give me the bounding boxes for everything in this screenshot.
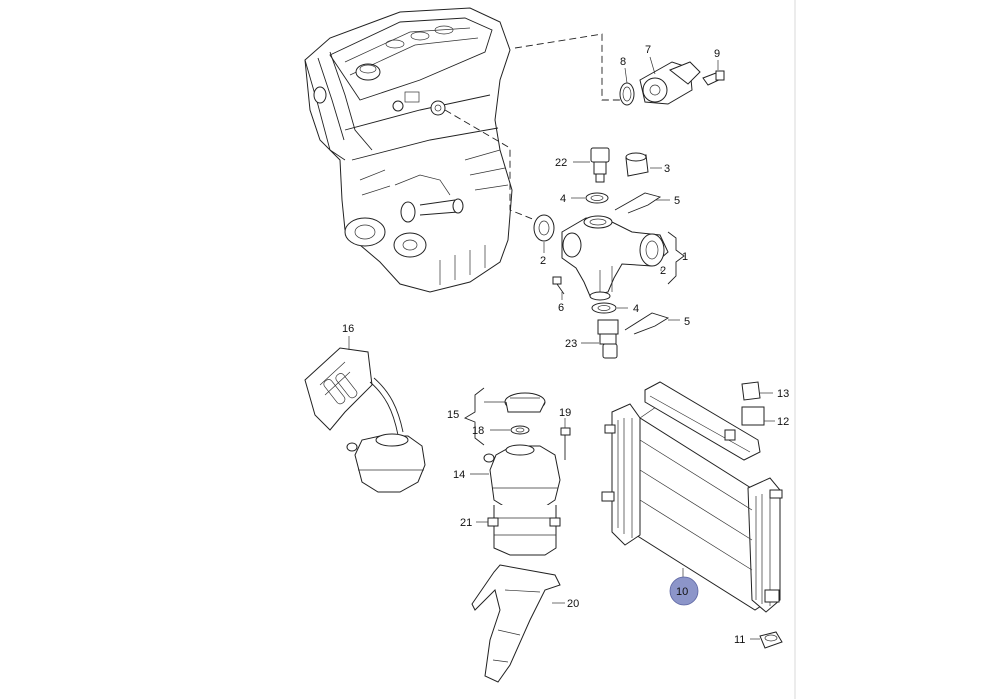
part-20-bracket: [471, 564, 565, 683]
callout-10[interactable]: 10: [676, 586, 688, 598]
part-23-temperature-switch: [581, 319, 619, 359]
engine-block: [304, 7, 513, 293]
part-16-expansion-tank-old: [304, 336, 404, 436]
callout-13[interactable]: 13: [777, 388, 789, 400]
part-11-rubber-mount: [750, 631, 783, 649]
callout-11[interactable]: 11: [734, 634, 745, 646]
part-6-bolt: [552, 276, 565, 300]
callout-16[interactable]: 16: [342, 323, 354, 335]
part-4-o-ring-lower: [591, 302, 628, 314]
callout-14[interactable]: 14: [453, 469, 465, 481]
part-18-seal: [490, 425, 530, 435]
part-22-temperature-sender: [573, 147, 610, 183]
leader-engine-to-2: [444, 109, 541, 223]
callout-9[interactable]: 9: [714, 48, 720, 60]
callout-23[interactable]: 23: [565, 338, 577, 350]
part-3-rubber-cap: [625, 152, 662, 177]
part-8-seal-ring: [619, 67, 635, 106]
part-9-bolt: [702, 60, 725, 86]
callout-8[interactable]: 8: [620, 56, 626, 68]
bracket-part-15: [463, 387, 485, 446]
part-5-retaining-clip-lower: [624, 312, 680, 335]
part-15-reservoir-cap: [504, 392, 546, 413]
callout-18[interactable]: 18: [472, 425, 484, 437]
callout-5a[interactable]: 5: [674, 195, 680, 207]
callout-20[interactable]: 20: [567, 598, 579, 610]
part-19-screw: [560, 418, 571, 460]
callout-2b[interactable]: 2: [660, 265, 666, 277]
callout-7[interactable]: 7: [645, 44, 651, 56]
callout-15[interactable]: 15: [447, 409, 459, 421]
part-7-coolant-flange: [639, 56, 701, 105]
callout-2a[interactable]: 2: [540, 255, 546, 267]
highlight-badge-10[interactable]: [669, 576, 699, 606]
callout-4a[interactable]: 4: [560, 193, 566, 205]
radiator-cross-member: [644, 381, 761, 461]
callout-21[interactable]: 21: [460, 517, 472, 529]
callout-12[interactable]: 12: [777, 416, 789, 428]
part-14-expansion-tank: [470, 444, 561, 511]
callout-6[interactable]: 6: [558, 302, 564, 314]
part-21-holder: [476, 505, 561, 556]
callout-labels: 8 7 9 22 3 4 5 2 2 1 6 4 5 23 16 15 19 1…: [342, 44, 789, 646]
callout-1[interactable]: 1: [682, 251, 688, 263]
callout-4b[interactable]: 4: [633, 303, 639, 315]
callout-5b[interactable]: 5: [684, 316, 690, 328]
part-13-clip: [741, 381, 773, 401]
part-2-gasket: [533, 214, 555, 253]
part-12-bracket: [741, 406, 775, 426]
callout-3[interactable]: 3: [664, 163, 670, 175]
part-4-o-ring-upper: [571, 192, 609, 204]
part-5-retaining-clip-upper: [614, 192, 670, 214]
coolant-pipe-connector: [561, 215, 669, 301]
leader-engine-to-7: [514, 33, 628, 101]
callout-22[interactable]: 22: [555, 157, 567, 169]
bracket-part-1: [667, 231, 685, 285]
callout-19[interactable]: 19: [559, 407, 571, 419]
part-16-reservoir-bowl: [346, 433, 426, 493]
